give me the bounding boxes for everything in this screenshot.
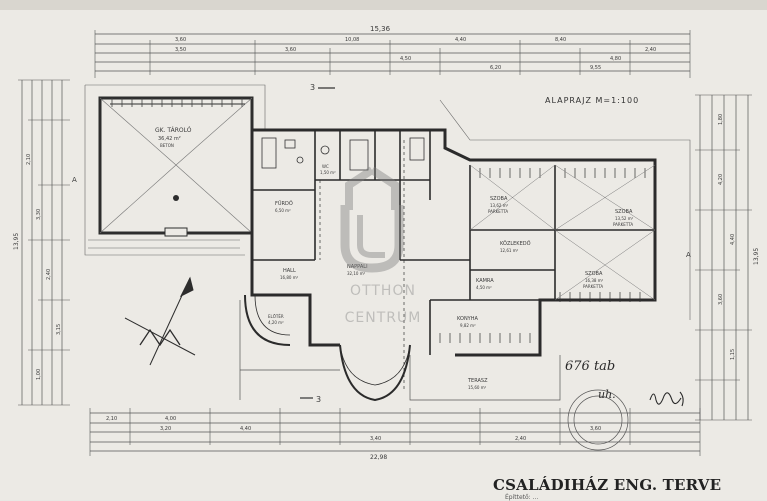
room-bath-name: FÜRDŐ <box>275 200 293 207</box>
watermark-line-2: CENTRUM <box>344 310 422 326</box>
room-pantry-name: KAMRA <box>476 278 494 284</box>
room-bed1-floor: PARKETTA <box>488 209 508 214</box>
room-garage-area: 36,42 m² <box>158 136 181 142</box>
dim-top-10: 4,80 <box>610 56 621 62</box>
dim-left-1: 2,10 <box>26 154 32 165</box>
bottom-dimension-lines <box>89 408 701 456</box>
dim-right-2: 4,20 <box>718 174 724 185</box>
bedroom-diagonals <box>469 164 656 301</box>
handwritten-note-2: uh. <box>598 388 616 401</box>
room-living-name: NAPPALI <box>347 264 368 270</box>
overall-dim-left: 13,95 <box>13 233 20 250</box>
watermark-line-1: OTTHON <box>350 283 416 299</box>
garage: GK. TÁROLÓ 36,42 m² BETON <box>98 96 254 237</box>
watermark-logo <box>340 166 404 273</box>
watermark: OTTHON CENTRUM <box>318 170 448 335</box>
overall-dim-top: 15,36 <box>370 25 391 33</box>
room-pantry-area: 4,50 m² <box>476 285 492 290</box>
room-bed2-floor: PARKETTA <box>613 222 633 227</box>
dim-top-7: 4,50 <box>400 56 411 62</box>
dim-left-5: 1,00 <box>36 369 42 380</box>
dim-top-6: 3,60 <box>285 47 296 53</box>
overall-dim-right: 13,95 <box>753 248 760 265</box>
room-wc-name: WC <box>322 164 329 169</box>
dim-bottom-1: 2,10 <box>106 416 117 422</box>
dim-bottom-4: 4,40 <box>240 426 251 432</box>
dim-left-3: 2,40 <box>46 269 52 280</box>
room-entry-name: ELŐTÉR <box>268 314 284 319</box>
section-marker-bottom: 3 <box>316 395 321 404</box>
room-hall-name: HALL <box>283 268 296 274</box>
room-bath-area: 6,50 m² <box>275 208 291 213</box>
dim-right-4: 3,60 <box>718 294 724 305</box>
room-bed3-area: 16,38 m² <box>585 278 604 283</box>
dim-bottom-5: 3,40 <box>370 436 381 442</box>
room-corridor-name: KÖZLEKEDŐ <box>500 240 531 247</box>
terrace-outline <box>239 300 561 401</box>
dim-bottom-6: 2,40 <box>515 436 526 442</box>
room-bed1-area: 13,62 m² <box>490 203 509 208</box>
site-outline <box>84 84 691 320</box>
handwritten-note-1: 676 tab <box>565 359 615 374</box>
dim-bottom-2: 4,00 <box>165 416 176 422</box>
room-garage-name: GK. TÁROLÓ <box>155 127 192 134</box>
dim-right-5: 1,15 <box>730 349 736 360</box>
axis-marker-right: A <box>686 251 691 259</box>
dim-right-1: 1,80 <box>718 114 724 125</box>
room-kitchen-name: KONYHA <box>457 316 478 322</box>
north-arrow <box>124 276 196 366</box>
document-title: CSALÁDIHÁZ ENG. TERVE <box>493 476 722 494</box>
room-garage-floor: BETON <box>160 143 174 148</box>
dim-left-2: 3,30 <box>36 209 42 220</box>
dim-left-4: 3,15 <box>56 324 62 335</box>
bay-windows <box>244 294 411 402</box>
left-dimension-lines <box>18 79 70 406</box>
dim-top-8: 9,55 <box>590 65 601 71</box>
dim-right-3: 4,40 <box>730 234 736 245</box>
dim-bottom-3: 3,20 <box>160 426 171 432</box>
room-bed2-name: SZOBA <box>615 209 633 215</box>
section-marker-top: 3 <box>310 83 315 92</box>
dim-top-1: 3,60 <box>175 37 186 43</box>
room-wc-area: 1,50 m² <box>320 170 336 175</box>
axis-marker-left: A <box>72 176 77 184</box>
stairs <box>319 140 405 390</box>
room-bed1-name: SZOBA <box>490 196 508 202</box>
dim-top-3: 4,40 <box>455 37 466 43</box>
room-bed3-name: SZOBA <box>585 271 603 277</box>
wall-hatching <box>479 168 646 302</box>
room-terrace-name: TERASZ <box>467 378 488 384</box>
house-interior-walls <box>252 130 655 355</box>
dim-bottom-7: 3,60 <box>590 426 601 432</box>
document-subtitle: Építtető: ... <box>505 494 539 501</box>
dim-top-9: 6,20 <box>490 65 501 71</box>
kitchen-wall-hatching <box>439 333 531 343</box>
scale-label: ALAPRAJZ M=1:100 <box>545 96 640 105</box>
room-living-area: 32,10 m² <box>347 271 366 276</box>
room-bed2-area: 13,52 m² <box>615 216 634 221</box>
paper-edge-top <box>0 0 767 10</box>
house-exterior-walls <box>250 128 657 357</box>
room-terrace-area: 15,60 m² <box>468 385 487 390</box>
room-entry-area: 4,20 m² <box>268 320 284 325</box>
room-corridor-area: 12,61 m² <box>500 248 519 253</box>
stamp-circle <box>567 389 629 451</box>
dim-top-2: 10,08 <box>345 37 359 43</box>
top-dimension-lines <box>94 30 691 78</box>
room-hall-area: 16,80 m² <box>280 275 299 280</box>
room-kitchen-area: 9,82 m² <box>460 323 476 328</box>
garage-top-hatching <box>111 98 243 107</box>
signature <box>649 391 684 407</box>
bathroom-fixtures <box>261 137 425 171</box>
dim-top-5: 3,50 <box>175 47 186 53</box>
right-dimension-lines <box>695 94 752 421</box>
dim-top-11: 2,40 <box>645 47 656 53</box>
overall-dim-bottom: 22,98 <box>370 454 387 461</box>
dim-top-4: 8,40 <box>555 37 566 43</box>
room-bed3-floor: PARKETTA <box>583 284 603 289</box>
